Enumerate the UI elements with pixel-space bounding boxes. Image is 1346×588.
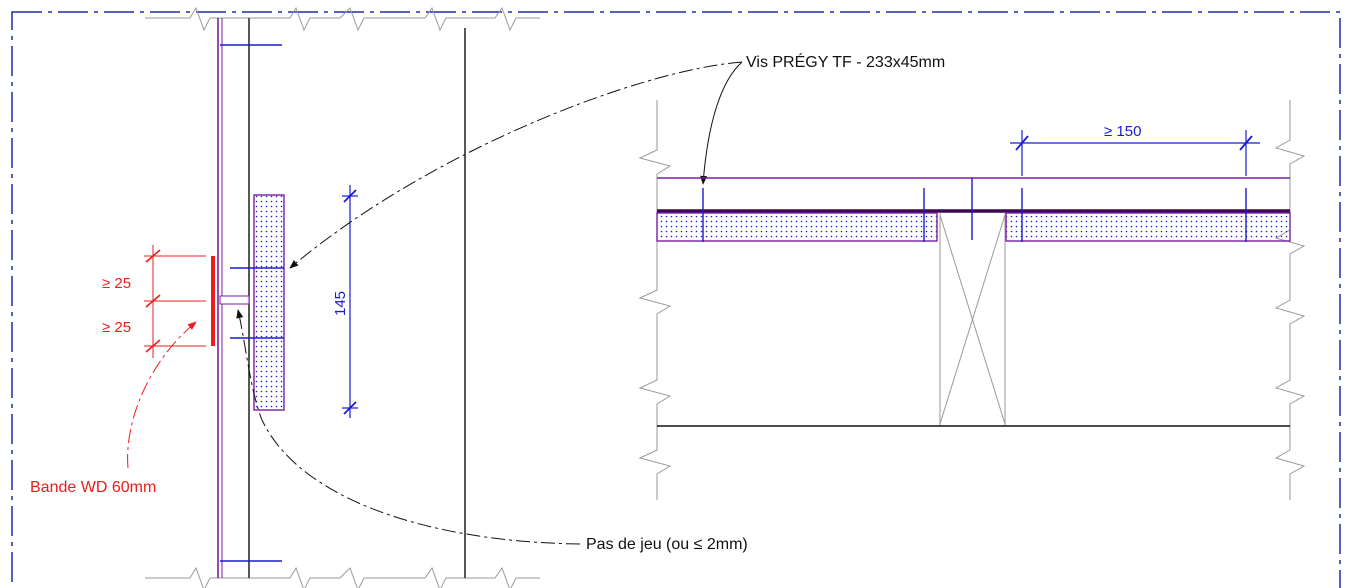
break-line-bottom [145, 566, 540, 588]
break-line-top [145, 6, 540, 32]
red-dimension [144, 245, 206, 358]
dim-top-label: ≥ 25 [102, 275, 131, 292]
dim-vertical-label: 145 [332, 291, 349, 316]
break-line-right [1274, 100, 1306, 500]
dim-bottom-label: ≥ 25 [102, 319, 131, 336]
screw-markers [702, 178, 1247, 242]
band-leader [127, 321, 197, 469]
screw-leader-short [700, 61, 743, 185]
screw-leader-long [289, 61, 743, 269]
insulation-strip [253, 194, 285, 411]
right-detail: ≥ 150 [638, 100, 1306, 500]
insulation-right [1005, 212, 1291, 242]
insulation-left [656, 212, 938, 242]
dim-spacing-label: ≥ 150 [1104, 123, 1141, 140]
screw-label: Vis PRÉGY TF - 233x45mm [746, 52, 945, 71]
left-detail: ≥ 25 ≥ 25 145 Bande WD 60mm Pas de jeu (… [30, 6, 748, 588]
stud [939, 213, 1006, 426]
blue-dimension-150 [1010, 130, 1260, 176]
band-label: Bande WD 60mm [30, 479, 156, 496]
frame-border [11, 11, 1341, 588]
gap-label: Pas de jeu (ou ≤ 2mm) [586, 536, 748, 553]
break-line-left [638, 100, 672, 500]
joint-gap [219, 295, 250, 305]
blue-dimension-145 [342, 185, 358, 418]
gap-leader [236, 309, 581, 545]
